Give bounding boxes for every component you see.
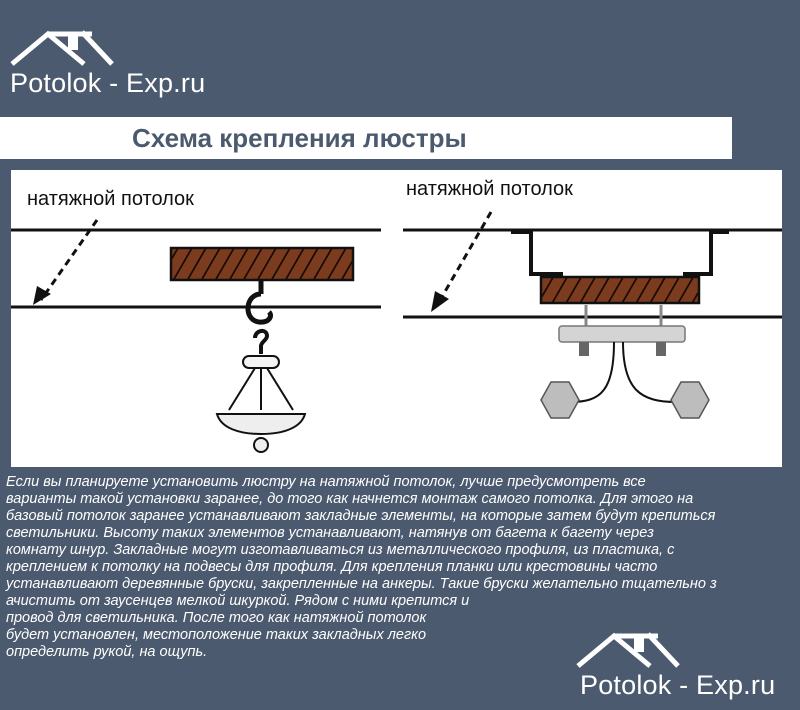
pointer-arrow-left — [39, 219, 99, 301]
chandelier-mounting-diagram: натяжной потолок натяжной потолок — [11, 170, 782, 467]
wooden-beam-right — [539, 275, 701, 305]
ceiling-hook — [245, 291, 273, 325]
body-line: комнату шнур. Закладные могут изготавлив… — [6, 542, 675, 558]
wire-connector-left — [540, 381, 580, 419]
wire-right — [622, 341, 677, 403]
wooden-beam-left — [169, 246, 355, 282]
house-roof-icon — [576, 632, 680, 668]
wire-left — [570, 341, 615, 403]
brand-name: Potolok - Exp.ru — [580, 670, 776, 700]
metal-profile-right — [683, 230, 729, 276]
body-line: ачистить от заусенцев мелкой шкуркой. Ря… — [6, 593, 470, 609]
brand-logo-top: Potolok - Exp.ru — [8, 28, 238, 103]
article-body: Если вы планируете установить люстру на … — [6, 474, 800, 661]
brand-name: Potolok - Exp.ru — [10, 68, 206, 98]
page-title: Схема крепления люстры — [132, 123, 467, 153]
brand-logo-bottom: Potolok - Exp.ru — [574, 630, 800, 705]
left-scheme — [11, 219, 381, 453]
house-roof-icon — [10, 30, 114, 66]
right-scheme — [403, 211, 782, 419]
body-line: провод для светильника. После того как н… — [6, 610, 427, 626]
pointer-arrow-right — [437, 211, 493, 303]
body-line: светильники. Высоту таких элементов уста… — [6, 525, 654, 541]
diagram-label-right: натяжной потолок — [406, 178, 573, 200]
title-bar: Схема крепления люстры — [0, 117, 732, 159]
body-line: варианты такой установки заранее, до тог… — [6, 491, 694, 507]
body-line: определить рукой, на ощупь. — [6, 644, 208, 660]
diagram-label-left: натяжной потолок — [27, 188, 194, 210]
diagram-drawing — [11, 211, 782, 453]
body-line: креплением к потолку на подвесы для проф… — [6, 559, 658, 575]
mounting-plate — [558, 325, 686, 343]
metal-profile-left — [511, 230, 563, 276]
body-line: базовый потолок заранее устанавливают за… — [6, 508, 716, 524]
body-line: Если вы планируете установить люстру на … — [6, 474, 646, 490]
body-line: устанавливают деревянные бруски, закрепл… — [6, 576, 717, 592]
lamp-shade — [215, 413, 307, 436]
wire-connector-right — [670, 381, 710, 419]
body-line: будет установлен, местоположение таких з… — [6, 627, 427, 643]
